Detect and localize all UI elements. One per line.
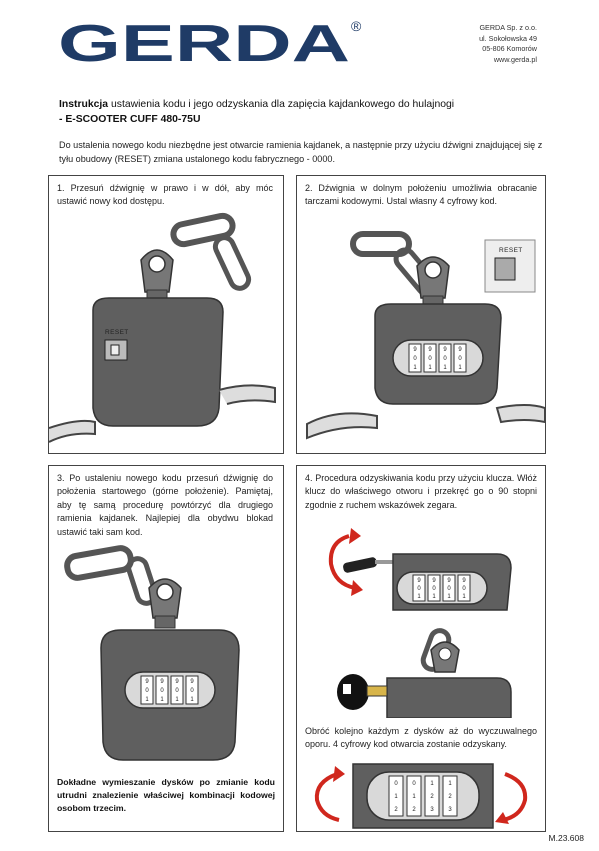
svg-text:0: 0: [443, 356, 447, 362]
svg-text:1: 1: [448, 781, 452, 787]
svg-text:9: 9: [458, 347, 462, 353]
svg-text:0: 0: [462, 586, 466, 592]
svg-text:0: 0: [394, 781, 398, 787]
svg-text:1: 1: [458, 365, 462, 371]
code-dials: 9 0 1 9 0 1 9 0 1 9 0 1: [408, 343, 467, 373]
svg-text:9: 9: [160, 679, 164, 685]
svg-text:1: 1: [394, 794, 398, 800]
step-2-text: 2. Dźwignia w dolnym położeniu umożliwia…: [305, 183, 537, 207]
svg-text:3: 3: [448, 807, 452, 813]
svg-text:2: 2: [394, 807, 398, 813]
svg-text:1: 1: [413, 365, 417, 371]
svg-text:1: 1: [160, 697, 164, 703]
svg-text:1: 1: [428, 365, 432, 371]
svg-text:1: 1: [462, 594, 466, 600]
svg-text:9: 9: [462, 578, 466, 584]
key-insert-illustration: 9 0 1 9 0 1 9 0 1 9 0 1: [328, 528, 512, 718]
intro-paragraph: Do ustalenia nowego kodu niezbędne jest …: [59, 140, 543, 164]
svg-text:0: 0: [413, 356, 417, 362]
company-address: GERDA Sp. z o.o. ul. Sokołowska 49 05-80…: [479, 23, 537, 64]
svg-text:RESET: RESET: [105, 329, 129, 336]
svg-text:0: 0: [175, 688, 179, 694]
svg-text:0: 0: [447, 586, 451, 592]
svg-text:1: 1: [145, 697, 149, 703]
svg-text:1: 1: [190, 697, 194, 703]
svg-text:9: 9: [145, 679, 149, 685]
step-4-note: Obróć kolejno każdym z dysków aż do wycz…: [305, 726, 537, 750]
lock-back-illustration: RESET: [49, 212, 276, 443]
svg-text:®: ®: [351, 18, 362, 34]
svg-text:0: 0: [412, 781, 416, 787]
svg-text:1: 1: [175, 697, 179, 703]
svg-text:9: 9: [190, 679, 194, 685]
step-1-text: 1. Przesuń dźwignię w prawo i w dół, aby…: [57, 183, 273, 207]
svg-text:0: 0: [160, 688, 164, 694]
svg-text:0: 0: [432, 586, 436, 592]
recovery-dials-illustration: 0 1 2 0 1 2 1 2 3 1 2 3: [314, 763, 528, 829]
svg-text:9: 9: [432, 578, 436, 584]
svg-text:9: 9: [443, 347, 447, 353]
step-3-text: 3. Po ustaleniu nowego kodu przesuń dźwi…: [57, 473, 273, 537]
step-4-panel: 4. Procedura odzyskiwania kodu przy użyc…: [296, 465, 546, 832]
step-3-panel: 3. Po ustaleniu nowego kodu przesuń dźwi…: [48, 465, 284, 832]
svg-text:9: 9: [413, 347, 417, 353]
step-4-text: 4. Procedura odzyskiwania kodu przy użyc…: [305, 473, 537, 510]
svg-text:0: 0: [145, 688, 149, 694]
svg-text:1: 1: [430, 781, 434, 787]
document-title: Instrukcja ustawienia kodu i jego odzysk…: [59, 99, 455, 110]
svg-text:3: 3: [430, 807, 434, 813]
lock-front-illustration: 9 0 1 9 0 1 9 0 1 9 0 1: [64, 545, 240, 761]
svg-text:0: 0: [428, 356, 432, 362]
svg-text:1: 1: [443, 365, 447, 371]
svg-text:1: 1: [412, 794, 416, 800]
step-3-note: Dokładne wymieszanie dysków po zmianie k…: [57, 777, 275, 813]
svg-text:2: 2: [412, 807, 416, 813]
document-code: M.23.608: [548, 833, 584, 843]
svg-text:2: 2: [430, 794, 434, 800]
svg-text:1: 1: [432, 594, 436, 600]
model-name: - E-SCOOTER CUFF 480-75U: [59, 114, 201, 125]
lock-dials-illustration: 9 0 1 9 0 1 9 0 1 9 0 1 RESET: [306, 231, 545, 440]
step-1-panel: 1. Przesuń dźwignię w prawo i w dół, aby…: [48, 175, 284, 454]
svg-text:9: 9: [417, 578, 421, 584]
svg-text:0: 0: [417, 586, 421, 592]
svg-text:9: 9: [428, 347, 432, 353]
gerda-logo: GERDA ®: [58, 16, 362, 68]
svg-text:GERDA: GERDA: [58, 16, 350, 68]
step-2-panel: 2. Dźwignia w dolnym położeniu umożliwia…: [296, 175, 546, 454]
svg-text:0: 0: [458, 356, 462, 362]
svg-text:0: 0: [190, 688, 194, 694]
svg-text:1: 1: [417, 594, 421, 600]
svg-text:9: 9: [175, 679, 179, 685]
svg-text:RESET: RESET: [499, 247, 523, 254]
svg-text:1: 1: [447, 594, 451, 600]
svg-text:9: 9: [447, 578, 451, 584]
svg-text:2: 2: [448, 794, 452, 800]
